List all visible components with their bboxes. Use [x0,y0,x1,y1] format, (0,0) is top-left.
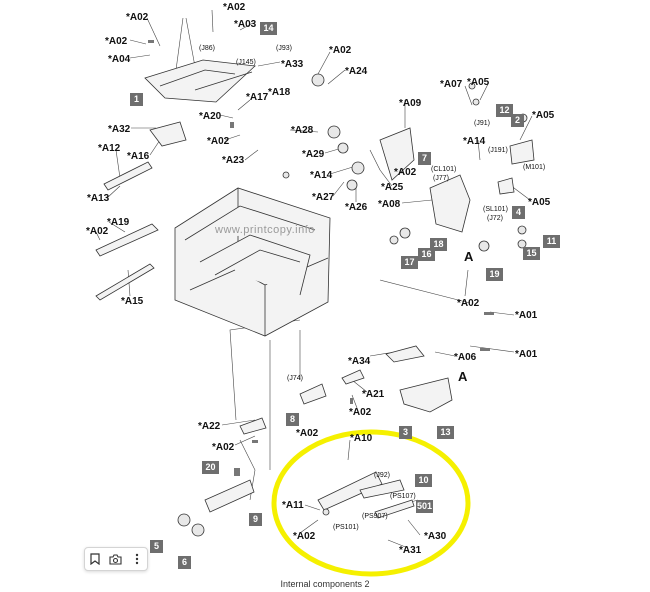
callout-j92: (J92) [374,472,390,479]
callout-a02-5: *A02 [207,136,230,147]
watermark: www.printcopy.info [215,224,315,236]
part-number-n9: 9 [249,513,262,526]
callout-a02-9: *A02 [349,407,372,418]
part-number-n16: 16 [418,248,435,261]
callout-a02-3: *A02 [105,36,128,47]
part-number-n11: 11 [543,235,560,248]
part-number-n3: 3 [399,426,412,439]
callout-a24: *A24 [345,66,368,77]
part-number-n5: 5 [150,540,163,553]
callout-cl101: (CL101) [431,166,457,173]
callout-a04: *A04 [108,54,131,65]
callout-j74: (J74) [287,375,303,382]
callout-a02-12: *A02 [293,531,316,542]
callout-a01-2: *A01 [515,349,538,360]
callout-a33: *A33 [281,59,304,70]
part-number-n12: 12 [496,104,513,117]
image-toolbar [84,547,148,571]
part-number-n7: 7 [418,152,431,165]
callout-a30: *A30 [424,531,447,542]
callout-j91: (J91) [474,120,490,127]
callout-a28: *A28 [291,125,314,136]
marker-a-1: A [464,249,474,264]
callout-a02-8: *A02 [457,298,480,309]
part-number-n20: 20 [202,461,219,474]
part-number-n501: 501 [416,500,433,513]
callout-a03: *A03 [234,19,257,30]
callout-ps101: (PS101) [333,524,359,531]
part-number-n8: 8 [286,413,299,426]
callout-a02-2: *A02 [223,2,246,13]
callout-a09: *A09 [399,98,422,109]
callout-a11: *A11 [282,500,304,511]
callout-a14-1: *A14 [463,136,486,147]
figure-caption: Internal components 2 [280,579,370,589]
callout-a32: *A32 [108,124,131,135]
part-number-n19: 19 [486,268,503,281]
callout-a06: *A06 [454,352,477,363]
callout-ps107: (PS107) [390,493,416,500]
callout-a18: *A18 [268,87,291,98]
callout-j86: (J86) [199,45,215,52]
more-vertical-icon[interactable] [129,551,145,567]
callout-a14-2: *A14 [310,170,333,181]
part-number-n15: 15 [523,247,540,260]
screws [148,40,494,476]
callout-a02-11: *A02 [212,442,235,453]
callout-a01-1: *A01 [515,310,538,321]
callout-a12: *A12 [98,143,121,154]
callout-a31: *A31 [399,545,422,556]
callout-a23: *A23 [222,155,245,166]
callout-sl101: (SL101) [483,206,508,213]
marker-a-2: A [458,369,468,384]
part-number-n13: 13 [437,426,454,439]
callout-a02-1: *A02 [126,12,149,23]
callout-a15: *A15 [121,296,144,307]
part-number-n1: 1 [130,93,143,106]
callout-a08: *A08 [378,199,401,210]
callout-a13: *A13 [87,193,110,204]
callout-a19: *A19 [107,217,130,228]
callout-j77: (J77) [433,175,449,182]
callout-a02-10: *A02 [296,428,319,439]
part-number-n2: 2 [511,114,524,127]
highlight-ellipse [271,429,471,577]
callout-a29: *A29 [302,149,325,160]
callout-a27: *A27 [312,192,335,203]
callout-a10: *A10 [350,433,373,444]
callout-a22: *A22 [198,421,221,432]
callout-a02-6: *A02 [394,167,417,178]
callout-a26: *A26 [345,202,368,213]
camera-icon[interactable] [108,551,124,567]
callout-a34: *A34 [348,356,371,367]
callout-a17: *A17 [246,92,269,103]
callout-a25: *A25 [381,182,404,193]
callout-j145: (J145) [236,59,256,66]
callout-a05-3: *A05 [528,197,551,208]
callout-a16: *A16 [127,151,150,162]
bookmark-icon[interactable] [87,551,103,567]
callout-a02-7: *A02 [86,226,109,237]
part-number-n17: 17 [401,256,418,269]
callout-j191: (J191) [488,147,508,154]
callout-j93: (J93) [276,45,292,52]
callout-a02-4: *A02 [329,45,352,56]
part-number-n14: 14 [260,22,277,35]
callout-a07: *A07 [440,79,463,90]
callout-a21: *A21 [362,389,385,400]
gears-and-rollers [177,73,528,537]
part-number-n18: 18 [430,238,447,251]
callout-ps907: (PS907) [362,513,388,520]
part-number-n10: 10 [415,474,432,487]
callout-j72: (J72) [487,215,503,222]
parts-drawing [95,59,535,519]
part-number-n4: 4 [512,206,525,219]
callout-a05-2: *A05 [532,110,555,121]
callout-a05-1: *A05 [467,77,490,88]
callout-a20: *A20 [199,111,222,122]
callout-m101: (M101) [523,164,546,171]
part-number-n6: 6 [178,556,191,569]
